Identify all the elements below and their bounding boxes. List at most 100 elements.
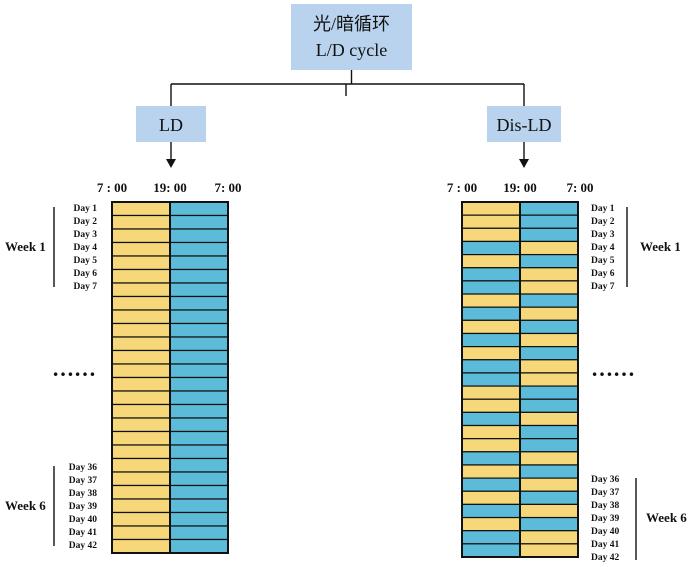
schedule-cell-light bbox=[111, 255, 171, 271]
schedule-cell-dark bbox=[461, 372, 521, 387]
schedule-cell-light bbox=[111, 363, 171, 379]
schedule-cell-dark bbox=[461, 477, 521, 492]
schedule-cell-dark bbox=[519, 346, 579, 361]
schedule-cell-light bbox=[461, 346, 521, 361]
schedule-cell-dark bbox=[461, 240, 521, 256]
schedule-cell-dark bbox=[169, 525, 229, 541]
schedule-cell-dark bbox=[169, 498, 229, 514]
schedule-cell-dark bbox=[519, 319, 579, 335]
schedule-cell-dark bbox=[169, 241, 229, 257]
day-label: Day 7 bbox=[74, 282, 98, 292]
schedule-cell-light bbox=[461, 424, 521, 440]
ld-schedule-grid bbox=[111, 201, 229, 554]
day-label: Day 36 bbox=[591, 475, 619, 485]
schedule-cell-light bbox=[111, 417, 171, 433]
ld-ellipsis: …… bbox=[52, 356, 96, 381]
schedule-cell-dark bbox=[169, 349, 229, 365]
schedule-cell-light bbox=[519, 332, 579, 348]
schedule-cell-light bbox=[519, 503, 579, 519]
root-node-title-cn: 光/暗循环 bbox=[313, 14, 390, 34]
schedule-cell-dark bbox=[519, 490, 579, 506]
schedule-cell-light bbox=[111, 376, 171, 392]
schedule-cell-dark bbox=[461, 359, 521, 374]
schedule-cell-light bbox=[461, 398, 521, 413]
schedule-cell-dark bbox=[461, 306, 521, 321]
schedule-cell-dark bbox=[169, 457, 229, 473]
ld-week6-label: Week 6 bbox=[5, 498, 46, 513]
schedule-cell-dark bbox=[519, 424, 579, 440]
schedule-cell-light bbox=[111, 268, 171, 284]
schedule-cell-light bbox=[111, 471, 171, 487]
arrow-ld-head bbox=[166, 159, 176, 168]
group-disld-node-box bbox=[487, 106, 561, 142]
schedule-cell-light bbox=[111, 430, 171, 446]
schedule-cell-light bbox=[111, 309, 171, 325]
schedule-cell-light bbox=[461, 319, 521, 335]
connector-tree bbox=[170, 70, 525, 160]
schedule-cell-dark bbox=[169, 444, 229, 460]
schedule-cell-light bbox=[519, 306, 579, 321]
schedule-cell-light bbox=[111, 336, 171, 352]
day-label: Day 5 bbox=[591, 256, 615, 266]
schedule-cell-light bbox=[519, 372, 579, 387]
schedule-cell-light bbox=[111, 390, 171, 406]
disld-schedule-grid bbox=[461, 201, 579, 558]
schedule-cell-light bbox=[461, 516, 521, 532]
schedule-cell-dark bbox=[169, 322, 229, 338]
schedule-cell-light bbox=[111, 457, 171, 473]
day-label: Day 2 bbox=[74, 217, 98, 227]
schedule-cell-light bbox=[111, 282, 171, 298]
ld-time-mid: 19: 00 bbox=[153, 180, 187, 195]
schedule-cell-dark bbox=[169, 390, 229, 406]
schedule-cell-dark bbox=[461, 503, 521, 519]
schedule-cell-light bbox=[111, 349, 171, 365]
schedule-cell-dark bbox=[461, 543, 521, 558]
schedule-cell-dark bbox=[519, 227, 579, 243]
disld-week1-day-labels: Day 1 Day 2 Day 3 Day 4 Day 5 Day 6 Day … bbox=[591, 204, 615, 292]
schedule-cell-dark bbox=[169, 309, 229, 325]
schedule-cell-dark bbox=[169, 511, 229, 527]
schedule-cell-light bbox=[111, 228, 171, 244]
day-label: Day 1 bbox=[591, 204, 615, 214]
schedule-cell-dark bbox=[169, 201, 229, 217]
schedule-cell-light bbox=[461, 293, 521, 308]
disld-time-start: 7 : 00 bbox=[447, 180, 477, 195]
day-label: Day 4 bbox=[591, 243, 615, 253]
day-label: Day 37 bbox=[69, 476, 97, 486]
disld-time-mid: 19: 00 bbox=[503, 180, 537, 195]
schedule-cell-dark bbox=[169, 363, 229, 379]
schedule-cell-dark bbox=[169, 538, 229, 554]
schedule-cell-dark bbox=[519, 438, 579, 453]
day-label: Day 38 bbox=[69, 489, 97, 499]
schedule-cell-light bbox=[461, 438, 521, 453]
schedule-cell-light bbox=[461, 385, 521, 400]
root-node-title-en: L/D cycle bbox=[316, 40, 387, 60]
schedule-cell-light bbox=[519, 240, 579, 256]
schedule-cell-light bbox=[519, 280, 579, 295]
schedule-cell-dark bbox=[519, 201, 579, 216]
schedule-cell-dark bbox=[169, 430, 229, 446]
day-label: Day 36 bbox=[69, 463, 97, 473]
disld-ellipsis: …… bbox=[591, 356, 635, 381]
schedule-cell-dark bbox=[461, 332, 521, 348]
schedule-cell-light bbox=[111, 214, 171, 230]
schedule-cell-light bbox=[461, 214, 521, 229]
schedule-cell-dark bbox=[169, 268, 229, 284]
schedule-cell-light bbox=[111, 511, 171, 527]
schedule-cell-dark bbox=[519, 398, 579, 413]
schedule-cell-light bbox=[519, 359, 579, 374]
day-label: Day 6 bbox=[591, 269, 615, 279]
schedule-cell-dark bbox=[169, 403, 229, 419]
schedule-cell-light bbox=[111, 525, 171, 541]
group-ld-label: LD bbox=[159, 115, 183, 135]
schedule-cell-light bbox=[111, 201, 171, 217]
day-label: Day 41 bbox=[69, 528, 97, 538]
schedule-cell-dark bbox=[519, 253, 579, 269]
schedule-cell-dark bbox=[519, 293, 579, 308]
group-disld: Dis-LD 7 : 00 19: 00 7: 00 Day 1 Day 2 D… bbox=[447, 106, 687, 563]
schedule-cell-dark bbox=[169, 471, 229, 487]
schedule-cell-light bbox=[461, 227, 521, 243]
schedule-cell-dark bbox=[169, 417, 229, 433]
ld-week1-label: Week 1 bbox=[5, 239, 46, 254]
day-label: Day 40 bbox=[591, 527, 619, 537]
